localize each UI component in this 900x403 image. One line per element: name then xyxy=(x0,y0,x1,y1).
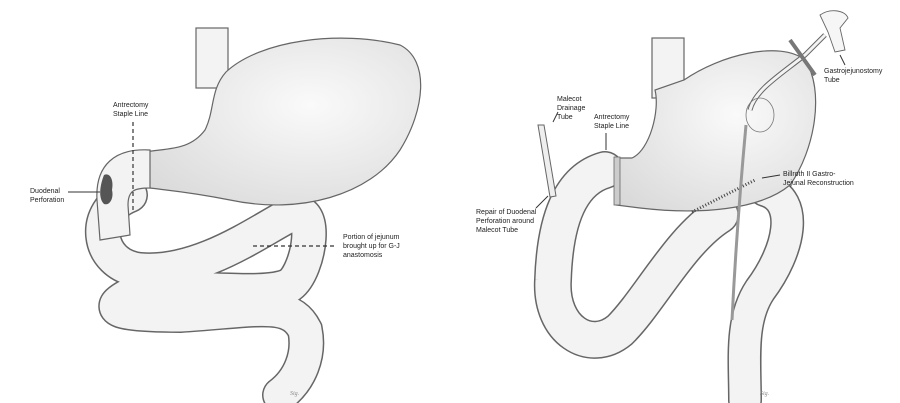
label-duodenal-repair: Repair of Duodenal Perforation around Ma… xyxy=(476,209,537,234)
tube-balloon xyxy=(745,97,775,133)
label-duodenal-perforation: Duodenal Perforation xyxy=(30,188,65,204)
label-malecot-drainage-tube: Malecot Drainage Tube xyxy=(557,96,586,121)
left-signature: Sig. xyxy=(290,391,299,397)
label-billroth-ii: Billroth II Gastro- Jejunal Reconstructi… xyxy=(783,171,854,187)
right-stomach xyxy=(615,50,817,212)
right-staple-line xyxy=(613,156,621,206)
left-duodenum xyxy=(96,149,151,241)
gj-tube-connector xyxy=(819,10,849,53)
right-signature: Sig. xyxy=(760,391,769,397)
duodenal-perforation-mark xyxy=(100,174,113,205)
label-right-antrectomy-staple-line: Antrectomy Staple Line xyxy=(594,114,630,130)
jejunal-tube-segment xyxy=(730,124,748,321)
right-jejunum xyxy=(533,151,805,403)
left-stomach xyxy=(144,37,422,206)
label-jejunum-portion: Portion of jejunum brought up for G-J an… xyxy=(343,234,400,259)
left-jejunum xyxy=(85,177,327,403)
label-gastrojejunostomy-tube: Gastrojejunostomy Tube xyxy=(824,68,883,84)
label-left-antrectomy-staple-line: Antrectomy Staple Line xyxy=(113,102,149,118)
malecot-drainage-tube xyxy=(537,124,557,198)
left-esophagus xyxy=(195,27,229,89)
